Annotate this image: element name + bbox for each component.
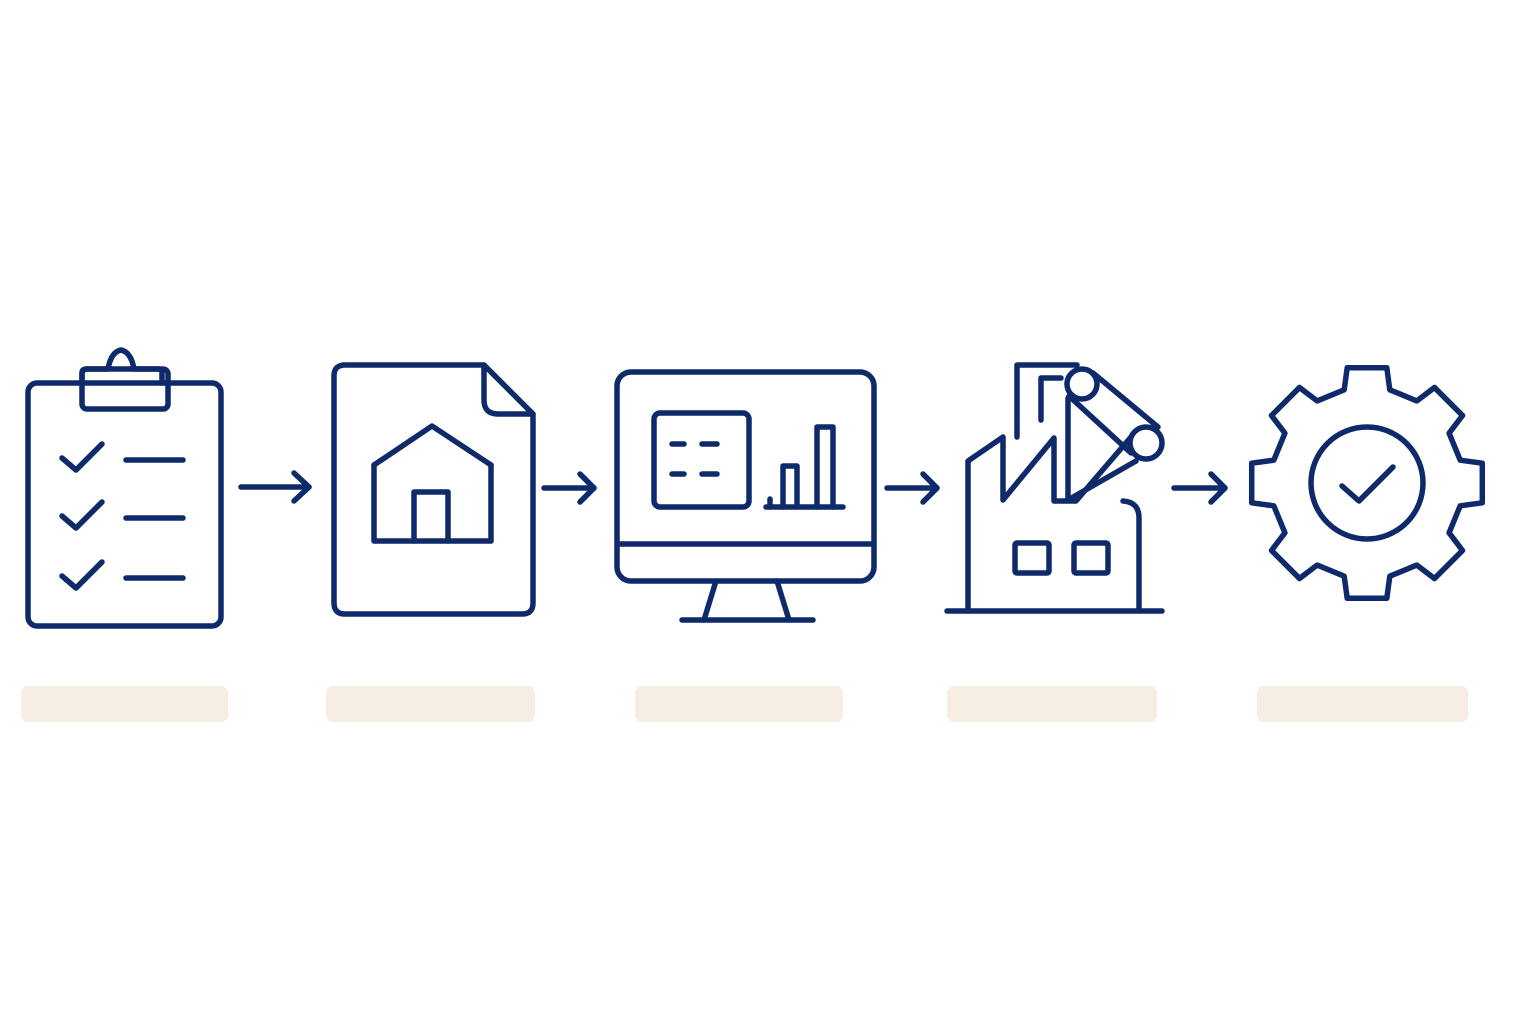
step-1-label bbox=[21, 686, 228, 722]
step-2-label bbox=[326, 686, 535, 722]
computer-dashboard-icon bbox=[614, 369, 877, 623]
arrow-right-icon bbox=[1171, 471, 1228, 505]
step-5-label bbox=[1257, 686, 1468, 722]
gear-checkmark-icon bbox=[1248, 364, 1486, 602]
step-3-label bbox=[635, 686, 843, 722]
step-4-label bbox=[947, 686, 1157, 722]
arrow-right-icon bbox=[238, 470, 312, 504]
clipboard-checklist-icon bbox=[25, 347, 224, 629]
factory-robot-arm-icon bbox=[944, 362, 1165, 614]
house-document-icon bbox=[331, 362, 536, 617]
arrow-right-icon bbox=[541, 471, 597, 505]
arrow-right-icon bbox=[884, 471, 940, 505]
